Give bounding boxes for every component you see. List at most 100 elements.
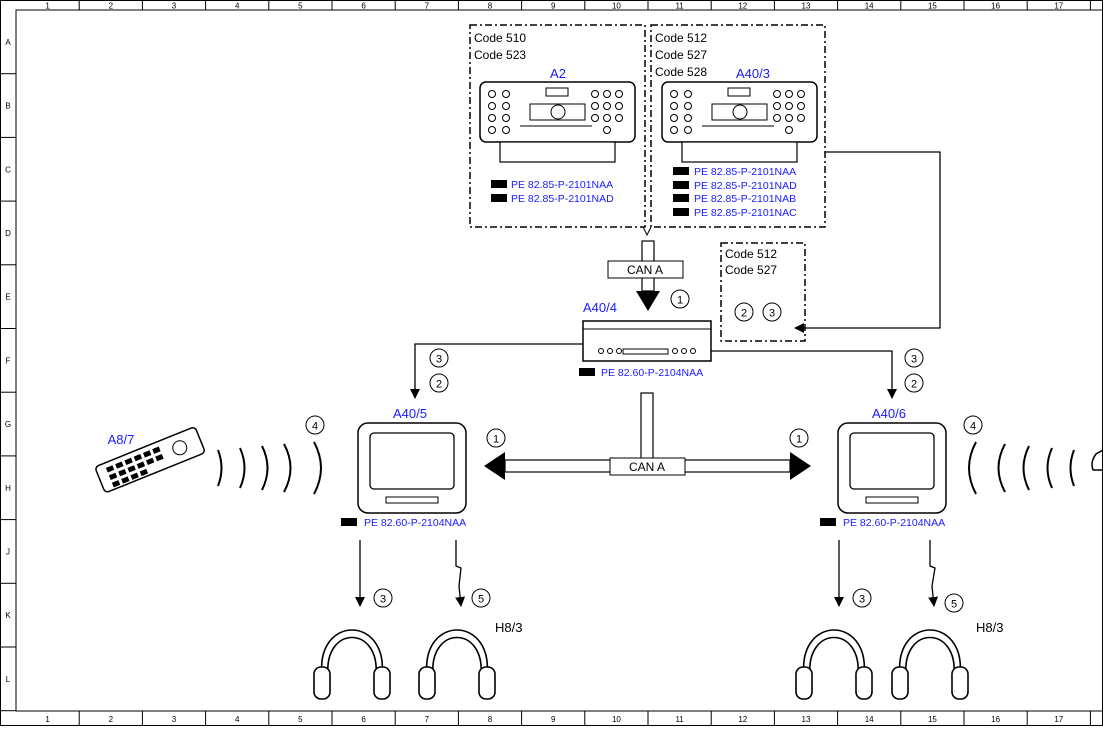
- a40-4-to-a40-5-line: [410, 343, 583, 399]
- a40-4-to-a40-6-line: [711, 350, 897, 399]
- a40-5-ref: PE 82.60-P-2104NAA: [341, 517, 466, 529]
- pointing-hand-icon: [341, 518, 357, 526]
- a2-ref-1: PE 82.85-P-2101NAA: [491, 179, 613, 191]
- grid-row-label-L: L: [6, 675, 11, 684]
- pointing-hand-icon: [673, 208, 689, 216]
- grid-row-label-E: E: [5, 293, 10, 302]
- grid-col-top-label-13: 13: [802, 2, 811, 11]
- grid-col-top-label-14: 14: [865, 2, 874, 11]
- headphone-wireless-right-icon: [891, 629, 969, 700]
- grid-col-top-label-8: 8: [488, 2, 493, 11]
- can-a-mid-vertical-bus: [640, 392, 654, 461]
- a40-3-ref-4: PE 82.85-P-2101NAC: [673, 207, 797, 219]
- grid-col-bottom-label-14: 14: [865, 715, 874, 724]
- callout-1-left-text: 1: [493, 434, 499, 446]
- headphone-wireless-left-icon: [418, 629, 496, 700]
- grid-row-label-D: D: [5, 229, 11, 238]
- callout-2-left: [429, 373, 449, 393]
- grid-col-top-label-4: 4: [235, 2, 240, 11]
- grid-row-label-A: A: [5, 38, 11, 47]
- callout-1-right: [789, 428, 809, 448]
- callout-1-left: [486, 428, 506, 448]
- a40-6-label: A40/6: [872, 406, 906, 421]
- callout-1-a40-4: [670, 289, 690, 309]
- a40-5-label: A40/5: [393, 406, 427, 421]
- grid-col-bottom-label-1: 1: [45, 715, 50, 724]
- a40-4-dvd-player-icon: [582, 320, 712, 362]
- a40-3-ref-1: PE 82.85-P-2101NAA: [673, 166, 796, 178]
- headphone-wired-left-icon: [313, 629, 391, 700]
- pointing-hand-icon: [820, 518, 836, 526]
- callout-4-right: [963, 415, 983, 435]
- a2-code-2: Code 523: [474, 48, 526, 62]
- grid-row-label-F: F: [6, 356, 11, 365]
- grid-row-label-G: G: [5, 420, 11, 429]
- a2-ref-2-text: PE 82.85-P-2101NAD: [511, 193, 614, 205]
- pointing-hand-icon: [491, 180, 507, 188]
- can-a-right-arrowhead: [790, 452, 811, 480]
- a40-3-ref-3-text: PE 82.85-P-2101NAB: [694, 193, 796, 205]
- pointing-hand-icon: [673, 167, 689, 175]
- grid-col-bottom-label-3: 3: [172, 715, 177, 724]
- grid-col-bottom-label-9: 9: [551, 715, 556, 724]
- grid-col-top-label-12: 12: [738, 2, 747, 11]
- grid-col-top-label-5: 5: [298, 2, 303, 11]
- callout-2-small-box-text: 2: [741, 308, 747, 320]
- callout-5-headphone-right-text: 5: [951, 599, 957, 611]
- small-code-box: [720, 242, 806, 342]
- frame-inner-border: [15, 9, 1103, 712]
- a40-3-code-box: [650, 24, 826, 228]
- a8-7-label: A8/7: [108, 432, 135, 447]
- a40-6-ref: PE 82.60-P-2104NAA: [820, 517, 945, 529]
- grid-col-bottom-label-2: 2: [109, 715, 114, 724]
- grid-col-top-label-1: 1: [45, 2, 50, 11]
- a40-3-code-1: Code 512: [655, 31, 707, 45]
- a2-label: A2: [550, 66, 566, 81]
- grid-col-top-label-10: 10: [612, 2, 621, 11]
- can-a-top-arrowhead: [636, 291, 660, 311]
- grid-col-top-label-7: 7: [425, 2, 430, 11]
- callout-3-left: [429, 348, 449, 368]
- grid-col-bottom-label-11: 11: [675, 715, 684, 724]
- callout-3-small-box: [762, 302, 782, 322]
- a40-5-to-headphone-wireless: [455, 540, 466, 607]
- can-a-mid-label: CAN A: [629, 460, 665, 474]
- callout-3-headphone-right: [852, 588, 872, 608]
- grid-col-bottom-label-7: 7: [425, 715, 430, 724]
- grid-col-top-label-17: 17: [1054, 2, 1063, 11]
- ir-waves-left: [217, 441, 322, 495]
- a2-code-1: Code 510: [474, 31, 526, 45]
- grid-col-bottom-label-15: 15: [928, 715, 937, 724]
- pointing-hand-icon: [579, 368, 595, 376]
- callout-2-right: [904, 373, 924, 393]
- callout-3-small-box-text: 3: [769, 308, 775, 320]
- a40-3-ref-2-text: PE 82.85-P-2101NAD: [694, 180, 797, 192]
- grid-col-bottom-label-5: 5: [298, 715, 303, 724]
- a40-6-ref-text: PE 82.60-P-2104NAA: [843, 517, 945, 529]
- can-a-left-arrowhead: [484, 452, 505, 480]
- callout-5-headphone-left-text: 5: [478, 594, 484, 606]
- a2-code-box: [469, 24, 646, 228]
- a40-3-label: A40/3: [736, 66, 770, 81]
- a2-ref-2: PE 82.85-P-2101NAD: [491, 193, 614, 205]
- grid-col-top-label-2: 2: [109, 2, 114, 11]
- grid-row-label-K: K: [5, 611, 11, 620]
- can-a-top-label-box: [607, 260, 684, 279]
- callout-3-headphone-left-text: 3: [380, 594, 386, 606]
- grid-col-bottom-label-12: 12: [738, 715, 747, 724]
- grid-col-bottom-label-8: 8: [488, 715, 493, 724]
- grid-col-bottom-label-4: 4: [235, 715, 240, 724]
- callout-5-headphone-right: [944, 593, 964, 613]
- callout-3-headphone-right-text: 3: [859, 594, 865, 606]
- small-code-2: Code 527: [725, 263, 777, 277]
- callout-5-headphone-left: [471, 588, 491, 608]
- callout-1-right-text: 1: [796, 434, 802, 446]
- a40-3-code-3: Code 528: [655, 65, 707, 79]
- a40-3-ref-2: PE 82.85-P-2101NAD: [673, 180, 797, 192]
- grid-col-bottom-label-10: 10: [612, 715, 621, 724]
- grid-col-bottom-label-17: 17: [1054, 715, 1063, 724]
